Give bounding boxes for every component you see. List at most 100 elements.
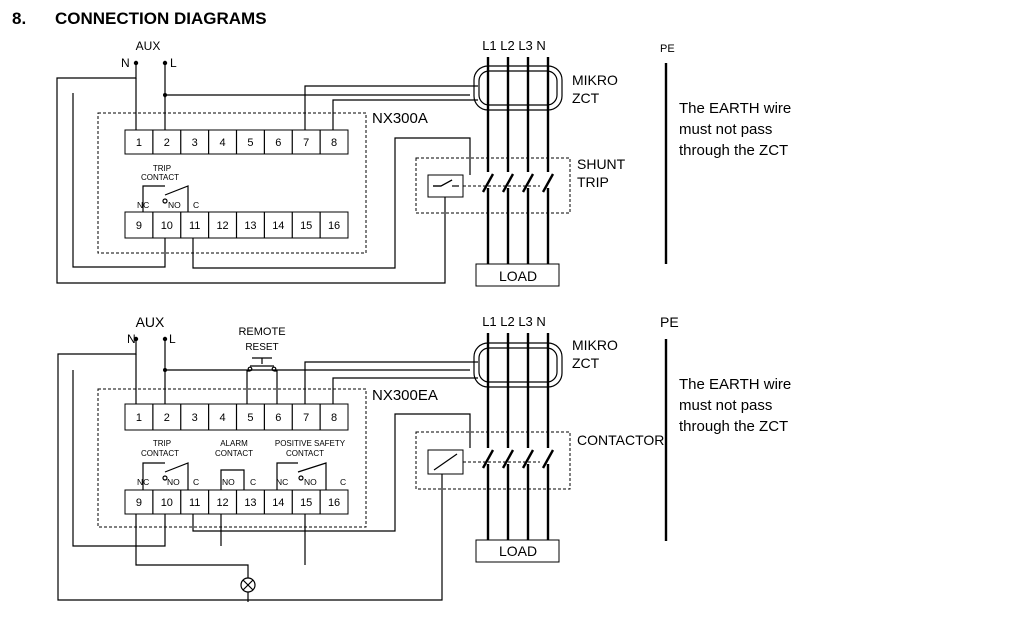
terminal-number: 2 <box>164 412 170 424</box>
nc-label: NC <box>137 200 149 210</box>
earth-note-line3: through the ZCT <box>679 418 788 435</box>
wire-neutral <box>56 63 446 284</box>
remote-reset-label: REMOTE <box>238 326 285 338</box>
wire-lamp <box>135 513 249 578</box>
alarm-c-label: C <box>250 477 256 487</box>
terminal-number: 6 <box>275 137 281 149</box>
safety-switch <box>297 462 327 490</box>
no-label: NO <box>168 200 181 210</box>
terminal-number: 16 <box>328 497 340 509</box>
terminal-number: 3 <box>192 412 198 424</box>
load-box <box>475 539 560 563</box>
terminal-number: 9 <box>136 220 142 232</box>
terminal-number: 11 <box>189 220 200 232</box>
wire-reset-5 <box>246 370 250 404</box>
load-box <box>475 263 560 287</box>
shunt-label: SHUNT <box>577 156 626 172</box>
terminal-number: 11 <box>189 497 200 509</box>
phase-conductors <box>481 333 555 540</box>
terminal-number: 14 <box>272 497 284 509</box>
terminal-number: 13 <box>244 220 256 232</box>
terminal-number: 4 <box>220 137 226 149</box>
terminal-number: 7 <box>303 137 309 149</box>
contact-nc-wire <box>142 185 165 212</box>
pe-label: PE <box>660 43 675 55</box>
section-number: 8. <box>12 9 27 28</box>
shunt-trip-enclosure <box>415 157 571 214</box>
aux-label: AUX <box>136 39 161 53</box>
terminal-number: 5 <box>247 137 253 149</box>
terminal-number: 10 <box>161 220 173 232</box>
nx300a-enclosure <box>97 112 367 254</box>
breaker-contact <box>521 449 535 469</box>
trip-nc-wire <box>142 462 165 490</box>
indicator-lamp-icon <box>240 577 256 593</box>
c-label: C <box>193 477 199 487</box>
contactor-label: CONTACTOR <box>577 432 664 448</box>
earth-note-line3: through the ZCT <box>679 142 788 159</box>
zct-inner <box>478 70 558 106</box>
device-label: NX300EA <box>372 387 438 404</box>
no-label: NO <box>167 477 180 487</box>
earth-note-line1: The EARTH wire <box>679 100 791 117</box>
safety-nc-label: NC <box>276 477 288 487</box>
terminal-number: 15 <box>300 497 312 509</box>
terminal-number: 6 <box>275 412 281 424</box>
diagram-nx300ea: AUX N L REMOTE RESET NX300EA <box>57 314 791 602</box>
wire-zct-7 <box>304 361 478 404</box>
breaker-contact <box>541 173 555 193</box>
pe-label: PE <box>660 314 679 330</box>
terminal-number: 8 <box>331 412 337 424</box>
breaker-contact <box>501 449 515 469</box>
zct-outer <box>473 342 563 388</box>
n-label: N <box>121 56 130 70</box>
device-label: NX300A <box>372 110 428 127</box>
alarm-contact-label-2: CONTACT <box>215 449 253 458</box>
zct-label: MIKRO <box>572 337 618 353</box>
nx300ea-enclosure <box>97 388 367 528</box>
phase-labels: L1 L2 L3 N <box>482 314 546 329</box>
terminal-number: 5 <box>247 412 253 424</box>
l-label: L <box>169 332 176 346</box>
terminal-number: 15 <box>300 220 312 232</box>
terminal-number: 8 <box>331 137 337 149</box>
wire-term11 <box>192 413 471 532</box>
zct-label: MIKRO <box>572 72 618 88</box>
trip-contact-label-2: CONTACT <box>141 173 179 182</box>
breaker-contact <box>541 449 555 469</box>
wire-zct-8 <box>332 99 478 130</box>
earth-note-line2: must not pass <box>679 397 772 414</box>
remote-reset-label-2: RESET <box>245 342 278 353</box>
breaker-contact <box>481 449 495 469</box>
section-title: CONNECTION DIAGRAMS <box>55 9 267 28</box>
breaker-contact <box>481 173 495 193</box>
phase-conductors <box>481 57 555 264</box>
contactor-enclosure <box>415 431 571 490</box>
safety-nc-wire <box>276 462 298 490</box>
contact-switch <box>164 185 189 212</box>
n-label: N <box>127 332 136 346</box>
terminal-number: 16 <box>328 220 340 232</box>
zct-inner <box>478 347 558 383</box>
wire-neutral <box>57 339 443 601</box>
load-label: LOAD <box>499 268 537 284</box>
terminal-number: 10 <box>161 497 173 509</box>
contact-no-pin <box>162 198 168 204</box>
wire-term10 <box>72 93 166 268</box>
terminal-number: 9 <box>136 497 142 509</box>
l-label: L <box>170 56 177 70</box>
wire-reset-6 <box>274 370 278 404</box>
earth-note-line1: The EARTH wire <box>679 376 791 393</box>
zct-label-2: ZCT <box>572 355 600 371</box>
wire-term10 <box>72 370 166 547</box>
terminal-number: 2 <box>164 137 170 149</box>
coil-symbol <box>433 453 458 471</box>
zct-outer <box>473 65 563 111</box>
trip-contact-label-2: CONTACT <box>141 449 179 458</box>
trip-contact-label: TRIP <box>153 164 171 173</box>
